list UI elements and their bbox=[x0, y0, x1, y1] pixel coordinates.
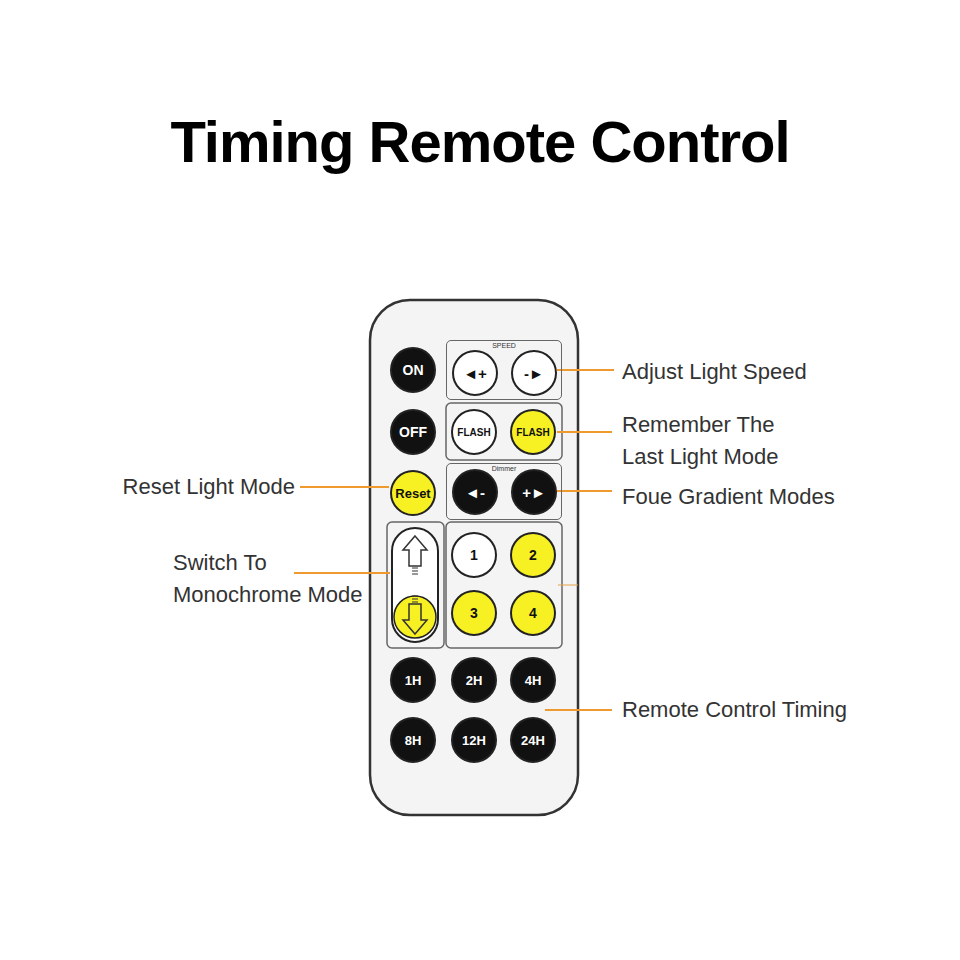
button-label: 4 bbox=[529, 605, 537, 621]
group-label: SPEED bbox=[490, 342, 518, 350]
remote-button: Reset bbox=[390, 470, 436, 516]
button-label: ◄- bbox=[465, 484, 485, 501]
flash-frame bbox=[446, 403, 562, 460]
leader-line bbox=[557, 431, 612, 433]
remote-button: 2H bbox=[451, 657, 497, 703]
button-label: -► bbox=[524, 365, 544, 382]
remote-button: 4 bbox=[510, 590, 556, 636]
up-arrow-lines bbox=[412, 568, 418, 574]
remote-button: 24H bbox=[510, 717, 556, 763]
callout-label: Switch To Monochrome Mode bbox=[173, 547, 373, 611]
down-arrow-lines bbox=[412, 596, 418, 602]
button-label: 24H bbox=[521, 733, 545, 748]
callout-label: Remember The Last Light Mode bbox=[622, 409, 807, 473]
down-arrow-symbol bbox=[403, 604, 427, 634]
group-label: Dimmer bbox=[490, 465, 519, 473]
button-label: 1 bbox=[470, 547, 478, 563]
mono-down-half bbox=[394, 596, 436, 638]
mono-frame bbox=[387, 522, 444, 648]
button-label: 1H bbox=[405, 673, 422, 688]
leader-line bbox=[294, 572, 390, 574]
button-label: FLASH bbox=[516, 427, 549, 438]
button-label: ON bbox=[403, 362, 424, 378]
callout-label: Remote Control Timing bbox=[622, 694, 882, 726]
button-label: 8H bbox=[405, 733, 422, 748]
button-label: +► bbox=[522, 484, 546, 501]
callout-label: Reset Light Mode bbox=[60, 471, 295, 503]
remote-button: ◄+ bbox=[452, 350, 498, 396]
button-group: SPEED ◄+ -► bbox=[446, 340, 562, 400]
remote-button: +► bbox=[511, 469, 557, 515]
remote-button: ◄- bbox=[452, 469, 498, 515]
leader-stub bbox=[558, 585, 578, 586]
button-label: 3 bbox=[470, 605, 478, 621]
button-label: OFF bbox=[399, 424, 427, 440]
remote-button: 8H bbox=[390, 717, 436, 763]
button-label: 4H bbox=[525, 673, 542, 688]
button-group: Dimmer ◄- +► bbox=[446, 463, 562, 520]
callout-label: Foue Gradient Modes bbox=[622, 481, 882, 513]
remote-button: 4H bbox=[510, 657, 556, 703]
remote-button: -► bbox=[511, 350, 557, 396]
remote-button: OFF bbox=[390, 409, 436, 455]
button-label: 12H bbox=[462, 733, 486, 748]
remote-button: ON bbox=[390, 347, 436, 393]
mono-capsule bbox=[392, 528, 438, 642]
leader-line bbox=[545, 709, 612, 711]
button-label: ◄+ bbox=[463, 365, 487, 382]
remote-button: 12H bbox=[451, 717, 497, 763]
button-label: FLASH bbox=[457, 427, 490, 438]
remote-button: 1 bbox=[451, 532, 497, 578]
button-label: Reset bbox=[395, 486, 430, 501]
remote-button: 2 bbox=[510, 532, 556, 578]
number-frame bbox=[446, 522, 562, 648]
remote-body bbox=[370, 300, 578, 815]
up-arrow-symbol bbox=[403, 536, 427, 566]
callout-label: Adjust Light Speed bbox=[622, 356, 862, 388]
button-label: 2 bbox=[529, 547, 537, 563]
leader-line bbox=[300, 486, 389, 488]
diagram-title: Timing Remote Control bbox=[0, 108, 960, 175]
remote-button: FLASH bbox=[451, 409, 497, 455]
leader-line bbox=[557, 490, 612, 492]
remote-button: FLASH bbox=[510, 409, 556, 455]
leader-line bbox=[557, 369, 614, 371]
button-label: 2H bbox=[466, 673, 483, 688]
remote-button: 3 bbox=[451, 590, 497, 636]
remote-button: 1H bbox=[390, 657, 436, 703]
